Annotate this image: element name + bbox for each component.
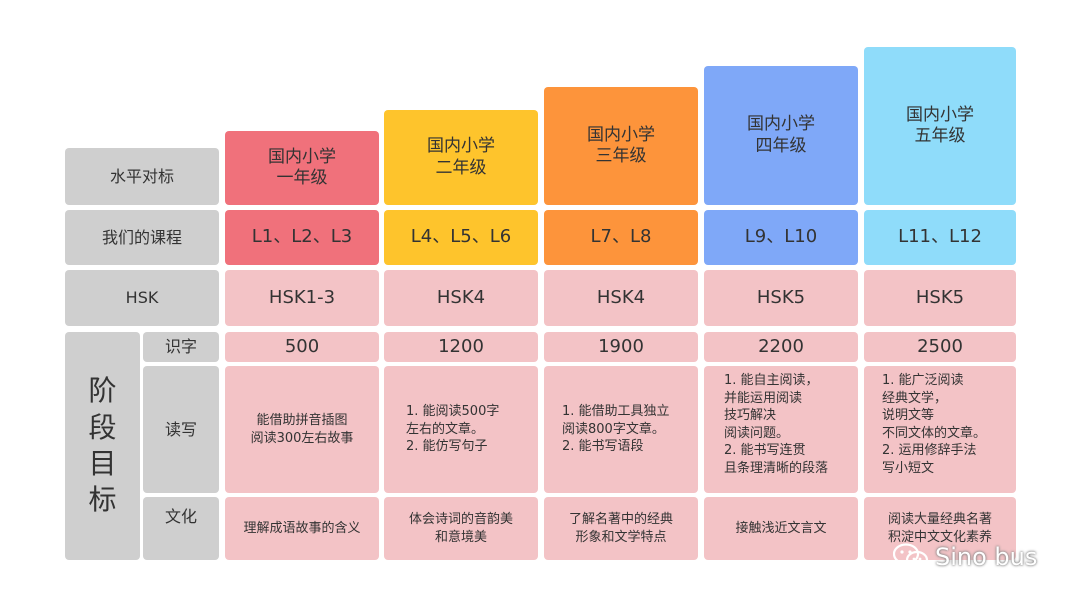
courses-cell-grade-4: L9、L10 bbox=[704, 210, 858, 265]
characters-cell-grade-2: 1200 bbox=[384, 332, 538, 362]
read-write-cell-grade-1: 能借助拼音插图 阅读300左右故事 bbox=[225, 366, 379, 493]
hsk-cell-grade-1: HSK1-3 bbox=[225, 270, 379, 326]
culture-cell-grade-4: 接触浅近文言文 bbox=[704, 497, 858, 560]
label-our-courses: 我们的课程 bbox=[65, 210, 219, 265]
courses-cell-grade-2: L4、L5、L6 bbox=[384, 210, 538, 265]
level-cell-grade-5: 国内小学 五年级 bbox=[864, 47, 1016, 205]
watermark: Sino bus bbox=[893, 543, 1037, 571]
label-read-write: 读写 bbox=[143, 366, 219, 493]
culture-cell-grade-5: 阅读大量经典名著 积淀中文文化素养 bbox=[864, 497, 1016, 560]
level-cell-grade-3: 国内小学 三年级 bbox=[544, 87, 698, 205]
courses-cell-grade-1: L1、L2、L3 bbox=[225, 210, 379, 265]
read-write-cell-grade-4: 1. 能自主阅读， 并能运用阅读 技巧解决 阅读问题。 2. 能书写连贯 且条理… bbox=[704, 366, 858, 493]
wechat-icon bbox=[893, 543, 929, 570]
hsk-cell-grade-3: HSK4 bbox=[544, 270, 698, 326]
label-hsk: HSK bbox=[65, 270, 219, 326]
courses-cell-grade-5: L11、L12 bbox=[864, 210, 1016, 265]
culture-cell-grade-3: 了解名著中的经典 形象和文学特点 bbox=[544, 497, 698, 560]
watermark-text: Sino bus bbox=[935, 543, 1038, 571]
hsk-cell-grade-4: HSK5 bbox=[704, 270, 858, 326]
characters-cell-grade-5: 2500 bbox=[864, 332, 1016, 362]
characters-cell-grade-1: 500 bbox=[225, 332, 379, 362]
label-culture: 文化 bbox=[143, 497, 219, 560]
characters-cell-grade-3: 1900 bbox=[544, 332, 698, 362]
level-cell-grade-2: 国内小学 二年级 bbox=[384, 110, 538, 205]
read-write-cell-grade-2: 1. 能阅读500字 左右的文章。 2. 能仿写句子 bbox=[384, 366, 538, 493]
read-write-cell-grade-3: 1. 能借助工具独立 阅读800字文章。 2. 能书写语段 bbox=[544, 366, 698, 493]
level-cell-grade-4: 国内小学 四年级 bbox=[704, 66, 858, 205]
level-cell-grade-1: 国内小学 一年级 bbox=[225, 131, 379, 205]
label-level-match: 水平对标 bbox=[65, 148, 219, 205]
label-stage-goals: 阶 段 目 标 bbox=[65, 332, 140, 560]
label-characters: 识字 bbox=[143, 332, 219, 362]
culture-cell-grade-2: 体会诗词的音韵美 和意境美 bbox=[384, 497, 538, 560]
courses-cell-grade-3: L7、L8 bbox=[544, 210, 698, 265]
hsk-cell-grade-2: HSK4 bbox=[384, 270, 538, 326]
characters-cell-grade-4: 2200 bbox=[704, 332, 858, 362]
culture-cell-grade-1: 理解成语故事的含义 bbox=[225, 497, 379, 560]
hsk-cell-grade-5: HSK5 bbox=[864, 270, 1016, 326]
read-write-cell-grade-5: 1. 能广泛阅读 经典文学， 说明文等 不同文体的文章。 2. 运用修辞手法 写… bbox=[864, 366, 1016, 493]
